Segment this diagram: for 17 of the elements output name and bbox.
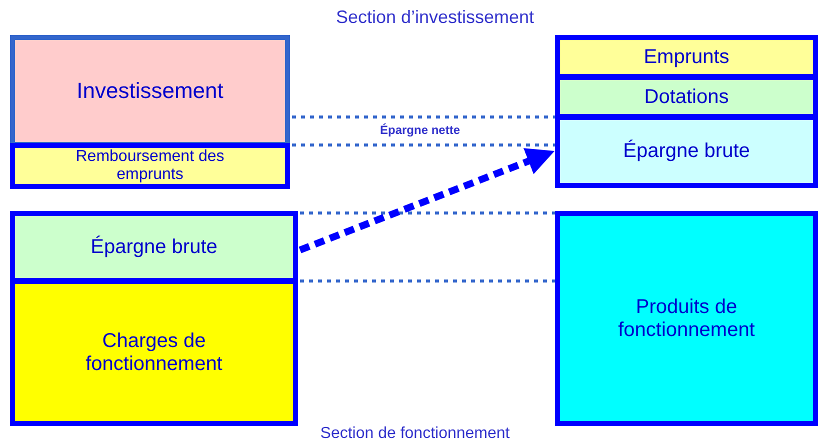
dotted-line	[292, 144, 555, 146]
section-box	[555, 211, 818, 426]
dotted-line	[300, 280, 555, 282]
dotted-line	[300, 212, 555, 214]
box-label: Charges de fonctionnement	[84, 330, 224, 376]
box-label: Épargne brute	[90, 236, 218, 258]
section-box	[10, 143, 290, 189]
dotted-line	[292, 116, 555, 118]
box-label: Investissement	[76, 78, 224, 104]
box-label: Produits de fonctionnement	[617, 296, 756, 342]
box-label: Épargne brute	[622, 140, 751, 163]
box-label: Dotations	[643, 86, 730, 108]
section-title: Section d’investissement	[334, 6, 536, 28]
box-label: Remboursement des emprunts	[74, 148, 226, 184]
section-caption: Section de fonctionnement	[319, 425, 511, 443]
box-label: Emprunts	[642, 46, 730, 68]
dashed-arrow	[298, 148, 555, 254]
